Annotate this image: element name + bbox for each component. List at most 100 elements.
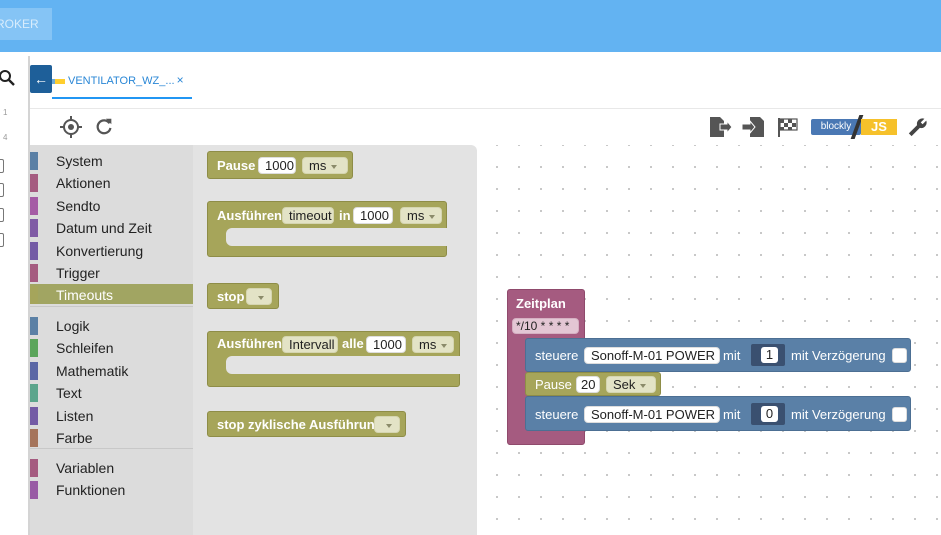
category-color-bar (30, 219, 38, 237)
checkered-flag-icon[interactable] (775, 115, 799, 139)
stop-interval-dropdown[interactable] (374, 416, 400, 433)
category-label: Farbe (56, 430, 93, 446)
category-text[interactable]: Text (30, 382, 193, 402)
left-panel: 1 4 (0, 56, 30, 535)
category-datum-und-zeit[interactable]: Datum und Zeit (30, 217, 193, 237)
category-mathematik[interactable]: Mathematik (30, 360, 193, 380)
blockly-js-toggle-icon[interactable]: blockly JS (811, 115, 897, 139)
category-color-bar (30, 429, 38, 447)
script-tabbar: ← VENTILATOR_WZ_...× (30, 56, 941, 109)
script-tab[interactable]: VENTILATOR_WZ_...× (52, 65, 192, 99)
pause-unit-label: Sek (613, 377, 636, 392)
interval-block[interactable]: Ausführen Intervall alle 1000 ms (207, 331, 460, 387)
category-label: Datum und Zeit (56, 220, 152, 236)
export-icon[interactable] (707, 115, 733, 139)
interval-unit-label: ms (419, 337, 437, 352)
interval-alle-label: alle (342, 336, 364, 351)
category-label: Funktionen (56, 482, 126, 498)
interval-name-field[interactable]: Intervall (282, 336, 338, 353)
category-sendto[interactable]: Sendto (30, 195, 193, 215)
category-color-bar (30, 317, 38, 335)
device-dropdown[interactable]: Sonoff-M-01 POWER (584, 406, 720, 423)
tree-item-box[interactable] (0, 208, 4, 222)
chevron-down-icon (331, 164, 338, 169)
timeout-block[interactable]: Ausführen timeout in 1000 ms (207, 201, 447, 257)
category-color-bar (30, 339, 38, 357)
category-color-bar (30, 286, 38, 304)
tree-item-box[interactable] (0, 159, 4, 173)
category-color-bar (30, 362, 38, 380)
category-funktionen[interactable]: Funktionen (30, 479, 193, 499)
category-label: Schleifen (56, 340, 114, 356)
search-icon[interactable] (0, 70, 16, 86)
category-farbe[interactable]: Farbe (30, 427, 193, 447)
pause-block[interactable]: Pause 1000 ms (207, 151, 353, 179)
interval-label: Ausführen (217, 336, 282, 351)
category-system[interactable]: System (30, 150, 193, 170)
chevron-down-icon (640, 383, 647, 388)
app-header: ROKER (0, 0, 941, 52)
category-listen[interactable]: Listen (30, 405, 193, 425)
stop-timer-dropdown[interactable] (246, 288, 272, 305)
close-tab-icon[interactable]: × (176, 73, 184, 87)
category-konvertierung[interactable]: Konvertierung (30, 240, 193, 260)
value-field[interactable]: 1 (761, 347, 778, 363)
adapter-tab[interactable]: ROKER (0, 8, 52, 40)
delay-checkbox[interactable] (892, 348, 907, 363)
javascript-file-icon (52, 78, 65, 84)
category-logik[interactable]: Logik (30, 315, 193, 335)
pause-unit-dropdown[interactable]: Sek (606, 376, 656, 393)
category-aktionen[interactable]: Aktionen (30, 172, 193, 192)
script-tab-label: VENTILATOR_WZ_... (68, 75, 175, 87)
chevron-down-icon (441, 343, 448, 348)
interval-value-field[interactable]: 1000 (366, 336, 406, 353)
pause-label: Pause (535, 377, 572, 392)
value-field[interactable]: 0 (761, 406, 778, 422)
interval-unit-dropdown[interactable]: ms (412, 336, 454, 353)
device-dropdown[interactable]: Sonoff-M-01 POWER (584, 347, 720, 364)
pause-value-field[interactable]: 1000 (258, 157, 296, 174)
category-variablen[interactable]: Variablen (30, 457, 193, 477)
category-label: Aktionen (56, 175, 111, 191)
control-block-2[interactable]: steuere Sonoff-M-01 POWER mit 0 mit Verz… (525, 396, 911, 431)
tree-item-box[interactable] (0, 233, 4, 247)
timeout-label: Ausführen (217, 208, 282, 223)
category-separator (30, 448, 193, 449)
wrench-icon[interactable] (907, 115, 929, 139)
category-timeouts[interactable]: Timeouts (30, 284, 193, 304)
refresh-icon[interactable] (93, 115, 115, 139)
import-icon[interactable] (741, 115, 767, 139)
pause-block[interactable]: Pause 20 Sek (525, 372, 661, 396)
timeout-name-field[interactable]: timeout (282, 207, 334, 224)
block-flyout: Pause 1000 ms Ausführen timeout in 1000 … (193, 145, 477, 535)
category-color-bar (30, 197, 38, 215)
category-label: Variablen (56, 460, 115, 476)
stop-interval-label: stop zyklische Ausführung (217, 417, 383, 432)
chevron-down-icon (429, 214, 436, 219)
stop-block[interactable]: stop (207, 283, 279, 309)
category-label: System (56, 153, 103, 169)
stop-label: stop (217, 289, 245, 304)
back-button[interactable]: ← (30, 65, 52, 93)
line-number: 1 (3, 108, 8, 117)
pause-unit-dropdown[interactable]: ms (302, 157, 348, 174)
blockly-workspace[interactable]: Zeitplan */10 * * * * steuere Sonoff-M-0… (477, 145, 941, 535)
tree-item-box[interactable] (0, 183, 4, 197)
timeout-value-field[interactable]: 1000 (353, 207, 393, 224)
delay-label: mit Verzögerung (791, 407, 886, 422)
control-block-1[interactable]: steuere Sonoff-M-01 POWER mit 1 mit Verz… (525, 338, 911, 372)
cron-field[interactable]: */10 * * * * (512, 318, 579, 334)
category-schleifen[interactable]: Schleifen (30, 337, 193, 357)
stop-interval-block[interactable]: stop zyklische Ausführung (207, 411, 406, 437)
mit-label: mit (723, 407, 741, 422)
category-color-bar (30, 174, 38, 192)
blockly-label: blockly (811, 119, 861, 135)
category-label: Listen (56, 408, 94, 424)
timeout-unit-dropdown[interactable]: ms (400, 207, 442, 224)
category-trigger[interactable]: Trigger (30, 262, 193, 282)
pause-value-field[interactable]: 20 (576, 376, 600, 393)
target-icon[interactable] (59, 115, 83, 139)
delay-checkbox[interactable] (892, 407, 907, 422)
category-color-bar (30, 152, 38, 170)
adapter-tab-label: ROKER (0, 17, 39, 31)
